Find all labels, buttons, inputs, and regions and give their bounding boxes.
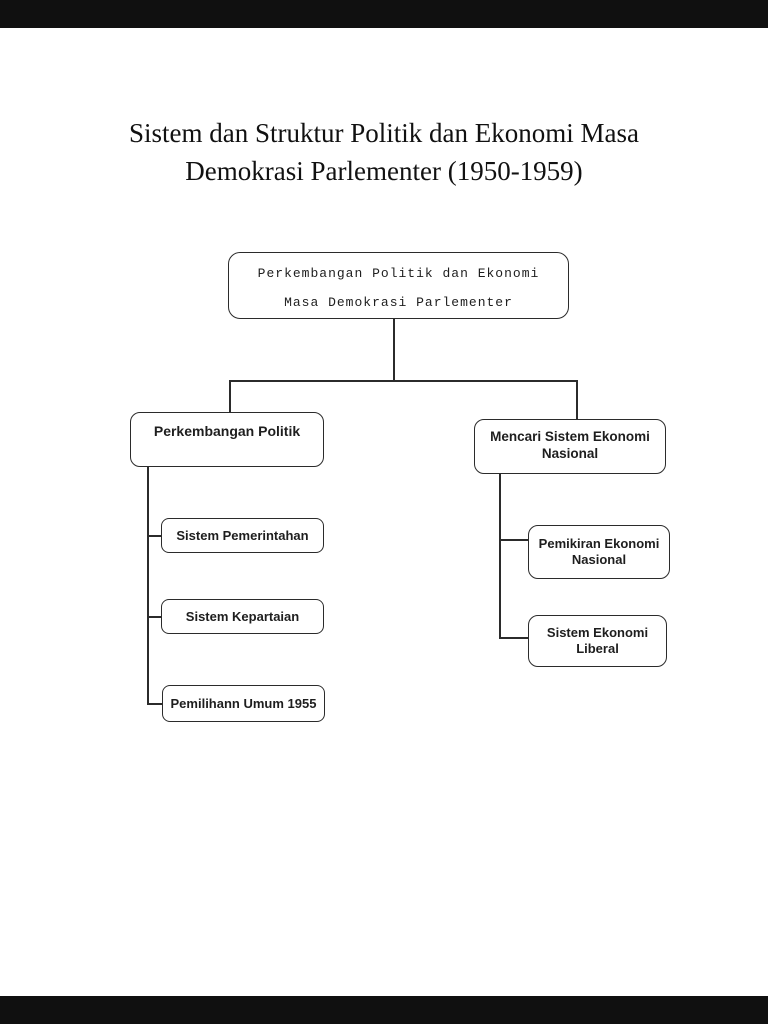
connector-left-stub-3 bbox=[147, 703, 163, 705]
node-pemilihan-umum-1955: Pemilihann Umum 1955 bbox=[162, 685, 325, 722]
node-sistem-kepartaian-label: Sistem Kepartaian bbox=[185, 609, 300, 624]
node-perkembangan-politik: Perkembangan Politik bbox=[130, 412, 324, 467]
node-sistem-ekonomi-liberal: Sistem Ekonomi Liberal bbox=[528, 615, 667, 667]
node-pemikiran-ekonomi-nasional: Pemikiran Ekonomi Nasional bbox=[528, 525, 670, 579]
connector-right-rail bbox=[499, 472, 501, 639]
document-title-line-2: Demokrasi Parlementer (1950-1959) bbox=[185, 156, 583, 186]
document-title: Sistem dan Struktur Politik dan Ekonomi … bbox=[0, 114, 768, 190]
node-root: Perkembangan Politik dan Ekonomi Masa De… bbox=[228, 252, 569, 319]
document-page: Sistem dan Struktur Politik dan Ekonomi … bbox=[0, 28, 768, 996]
node-pemikiran-ekonomi-nasional-line-2: Nasional bbox=[571, 552, 627, 567]
connector-right-stub-2 bbox=[499, 637, 529, 639]
node-sistem-pemerintahan-label: Sistem Pemerintahan bbox=[176, 528, 309, 543]
node-perkembangan-politik-label: Perkembangan Politik bbox=[153, 423, 301, 439]
connector-left-rail bbox=[147, 466, 149, 705]
connector-main-horizontal bbox=[229, 380, 577, 382]
node-pemikiran-ekonomi-nasional-line-1: Pemikiran Ekonomi bbox=[538, 535, 660, 551]
node-mencari-sistem-ekonomi: Mencari Sistem Ekonomi Nasional bbox=[474, 419, 666, 474]
node-sistem-ekonomi-liberal-line-2: Liberal bbox=[576, 641, 619, 656]
connector-left-branch-drop bbox=[229, 380, 231, 413]
node-sistem-ekonomi-liberal-line-1: Sistem Ekonomi bbox=[546, 624, 649, 640]
connector-left-stub-2 bbox=[147, 616, 162, 618]
connector-root-vertical bbox=[393, 319, 395, 381]
node-sistem-pemerintahan: Sistem Pemerintahan bbox=[161, 518, 324, 553]
connector-left-stub-1 bbox=[147, 535, 162, 537]
node-sistem-kepartaian: Sistem Kepartaian bbox=[161, 599, 324, 634]
document-title-line-1: Sistem dan Struktur Politik dan Ekonomi … bbox=[129, 118, 639, 148]
node-pemilihan-umum-1955-label: Pemilihann Umum 1955 bbox=[170, 696, 317, 711]
node-mencari-sistem-ekonomi-line-1: Mencari Sistem Ekonomi bbox=[490, 429, 650, 444]
connector-right-stub-1 bbox=[499, 539, 529, 541]
node-mencari-sistem-ekonomi-line-2: Nasional bbox=[541, 445, 599, 461]
node-root-line-2: Masa Demokrasi Parlementer bbox=[284, 295, 513, 310]
node-root-line-1: Perkembangan Politik dan Ekonomi bbox=[257, 266, 540, 281]
connector-right-branch-drop bbox=[576, 380, 578, 420]
